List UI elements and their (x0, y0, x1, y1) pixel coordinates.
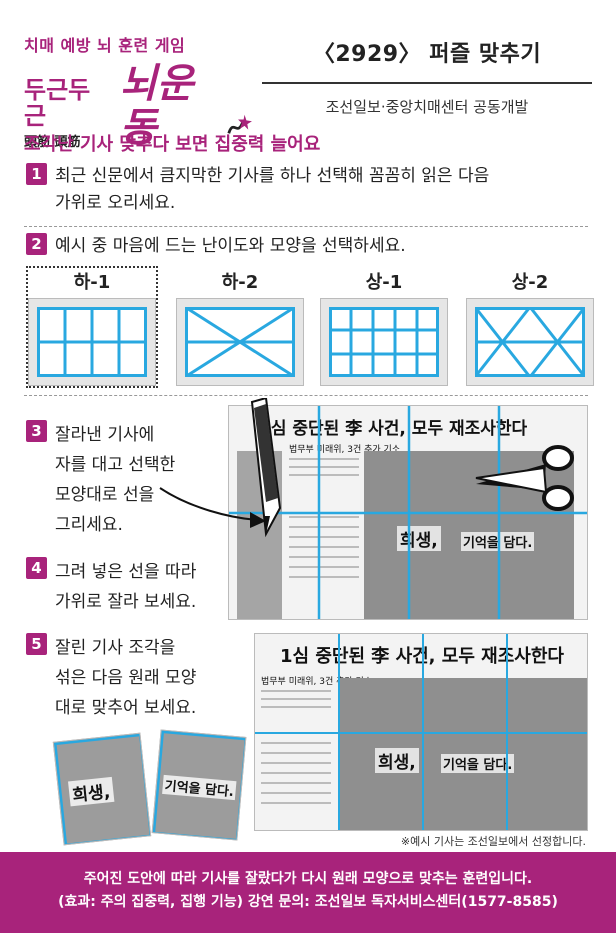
article-clipping-marked: 1심 중단된 李 사건, 모두 재조사한다 법무부 미래위, 3건 추가 기소 … (228, 405, 588, 620)
cut-guide-lines (229, 406, 587, 619)
brand-logo: 두근두근 頭筋 頭筋 뇌운동 (24, 62, 254, 150)
step-text-line: 대로 맞추어 보세요. (55, 698, 197, 718)
puzzle-credit: 조선일보·중앙치매센터 공동개발 (325, 97, 529, 116)
pattern-thumbnail (466, 298, 594, 386)
pattern-thumbnail (176, 298, 304, 386)
pattern-label: 하-2 (221, 272, 259, 293)
article-caption-a: 희생, (375, 748, 419, 773)
step-number: 2 (26, 233, 47, 255)
step-3: 3 잘라낸 기사에 자를 대고 선택한 모양대로 선을 그리세요. (26, 420, 175, 540)
grid-pattern-icon (37, 307, 147, 377)
pattern-option-ha-2[interactable]: 하-2 (176, 268, 304, 386)
article-headline: 1심 중단된 李 사건, 모두 재조사한다 (280, 646, 564, 667)
diamond-pattern-icon (475, 307, 585, 377)
article-headline: 1심 중단된 李 사건, 모두 재조사한다 (259, 419, 528, 439)
pattern-thumbnail (28, 298, 156, 386)
step-text-line: 자를 대고 선택한 (55, 455, 176, 475)
step-number: 3 (26, 420, 47, 442)
piece-edge-lines (152, 730, 247, 841)
scissors-icon (475, 445, 574, 511)
puzzle-title: 〈2929〉 퍼즐 맞추기 (312, 42, 542, 67)
brand-block: 치매 예방 뇌 훈련 게임 두근두근 頭筋 頭筋 뇌운동 (24, 32, 254, 150)
arrow-icon (159, 487, 266, 528)
cut-guide-lines (255, 634, 587, 830)
step-text-line: 예시 중 마음에 드는 난이도와 모양을 선택하세요. (55, 236, 406, 256)
step-5: 5 잘린 기사 조각을 섞은 다음 원래 모양 대로 맞추어 보세요. (26, 633, 196, 723)
cross-pattern-icon (185, 307, 295, 377)
step-text-line: 섞은 다음 원래 모양 (55, 668, 197, 688)
header-divider (262, 82, 592, 84)
brand-noe: 뇌운동 (119, 61, 194, 151)
step-1: 1 최근 신문에서 큼지막한 기사를 하나 선택해 꼼꼼히 읽은 다음 가위로 … (26, 163, 596, 217)
pen-icon (250, 398, 282, 538)
step-text-line: 가위로 오리세요. (55, 193, 176, 213)
pattern-label: 상-2 (511, 272, 549, 293)
step-4: 4 그려 넣은 선을 따라 가위로 잘라 보세요. (26, 557, 196, 617)
footer-line-1: 주어진 도안에 따라 기사를 잘랐다가 다시 원래 모양으로 맞추는 훈련입니다… (83, 871, 533, 887)
step-text-line: 가위로 잘라 보세요. (55, 592, 197, 612)
article-byline: 법무부 미래위, 3건 추가 기소 (261, 677, 373, 687)
pattern-option-sang-1[interactable]: 상-1 (320, 268, 448, 386)
puzzle-piece[interactable]: 기억을 담다. (151, 729, 247, 841)
step-text-line: 그리세요. (55, 515, 123, 535)
main-headline: 조각난 기사 맞추다 보면 집중력 늘어요 (24, 134, 321, 155)
brand-swoosh-icon (227, 114, 253, 134)
step-text-line: 최근 신문에서 큼지막한 기사를 하나 선택해 꼼꼼히 읽은 다음 (55, 166, 490, 186)
divider (24, 226, 588, 227)
step-2: 2 예시 중 마음에 드는 난이도와 모양을 선택하세요. (26, 233, 596, 260)
article-clipping-reassembled: 1심 중단된 李 사건, 모두 재조사한다 법무부 미래위, 3건 추가 기소 … (254, 633, 588, 831)
puzzle-piece[interactable]: 희생, (52, 732, 152, 846)
step-text-line: 모양대로 선을 (55, 485, 155, 505)
divider (24, 395, 588, 396)
brand-dugeun: 두근두근 (24, 76, 91, 130)
step-text-line: 그려 넣은 선을 따라 (55, 562, 197, 582)
pattern-thumbnail (320, 298, 448, 386)
step-number: 4 (26, 557, 47, 579)
step-number: 5 (26, 633, 47, 655)
footer-banner: 주어진 도안에 따라 기사를 잘랐다가 다시 원래 모양으로 맞추는 훈련입니다… (0, 852, 616, 933)
article-caption-b: 기억을 담다. (441, 754, 515, 773)
dense-grid-pattern-icon (329, 307, 439, 377)
article-byline: 법무부 미래위, 3건 추가 기소 (289, 445, 401, 455)
pattern-label: 상-1 (365, 272, 403, 293)
step-text-line: 잘린 기사 조각을 (55, 638, 176, 658)
pattern-option-ha-1[interactable]: 하-1 (26, 266, 158, 388)
puzzle-header: 〈2929〉 퍼즐 맞추기 조선일보·중앙치매센터 공동개발 (262, 36, 592, 117)
piece-edge-lines (53, 733, 152, 846)
pattern-option-sang-2[interactable]: 상-2 (466, 268, 594, 386)
footer-line-2: (효과: 주의 집중력, 집행 기능) 강연 문의: 조선일보 독자서비스센터(… (58, 894, 558, 910)
step-number: 1 (26, 163, 47, 185)
step-text-line: 잘라낸 기사에 (55, 425, 155, 445)
pattern-label: 하-1 (73, 272, 111, 293)
footnote: ※예시 기사는 조선일보에서 선정합니다. (400, 835, 586, 848)
brand-hanja: 頭筋 頭筋 (24, 135, 81, 150)
article-caption-b: 기억을 담다. (461, 532, 535, 551)
brand-subtitle: 치매 예방 뇌 훈련 게임 (24, 36, 186, 55)
